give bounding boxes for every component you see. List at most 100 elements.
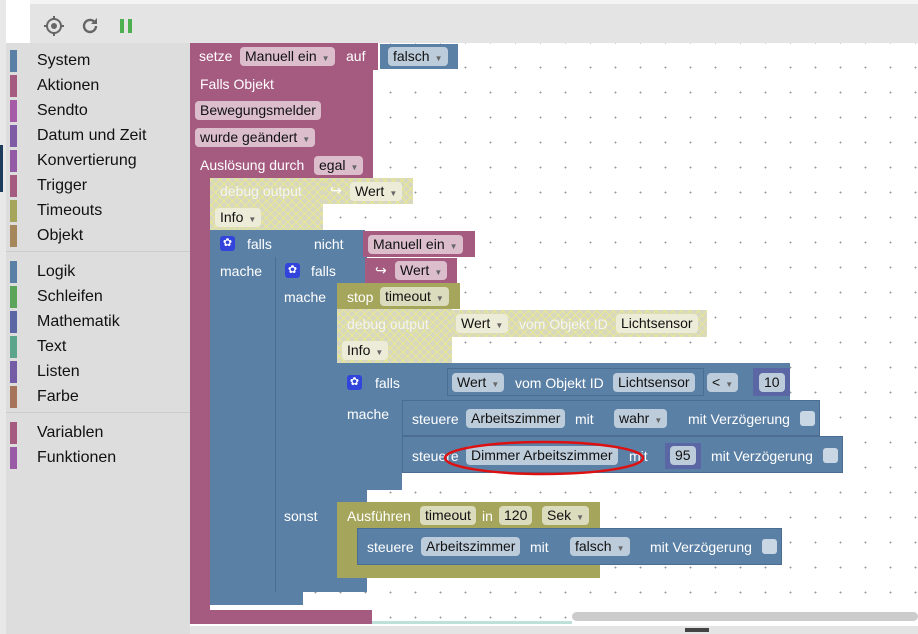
mache-label: mache bbox=[284, 289, 327, 305]
trigger-block-bottom bbox=[190, 610, 372, 624]
sidebar-item-timeouts[interactable]: Timeouts bbox=[10, 198, 190, 223]
unit-dropdown[interactable]: Sek▼ bbox=[542, 506, 590, 525]
boolean-value: wahr bbox=[619, 410, 650, 426]
sidebar-item-text[interactable]: Text bbox=[10, 334, 190, 359]
object-id-field[interactable]: Bewegungsmelder bbox=[195, 101, 321, 120]
category-color-bar bbox=[10, 421, 17, 444]
object-id-field[interactable]: Lichtsensor bbox=[616, 314, 698, 333]
falls-label: falls bbox=[375, 375, 400, 391]
sidebar-item-system[interactable]: System bbox=[10, 48, 190, 73]
variable-dropdown[interactable]: Manuell ein▼ bbox=[368, 235, 463, 254]
log-level-dropdown[interactable]: Info▼ bbox=[342, 341, 389, 360]
boolean-dropdown[interactable]: falsch▼ bbox=[388, 47, 448, 66]
log-level-dropdown[interactable]: Info▼ bbox=[215, 208, 262, 227]
locate-icon[interactable] bbox=[42, 14, 66, 38]
toolbar bbox=[30, 0, 918, 43]
sidebar-item-label: Timeouts bbox=[37, 201, 103, 219]
category-color-bar bbox=[10, 224, 17, 247]
resize-handle[interactable] bbox=[685, 628, 709, 632]
if-block[interactable] bbox=[210, 230, 365, 257]
wert-value: Wert bbox=[400, 262, 430, 278]
delay-checkbox[interactable] bbox=[823, 448, 838, 463]
number-field[interactable]: 95 bbox=[670, 446, 696, 465]
ausfuehren-label: Ausführen bbox=[347, 508, 411, 524]
object-id-field[interactable]: Lichtsensor bbox=[613, 373, 695, 392]
condition-value: wurde geändert bbox=[200, 129, 298, 145]
category-color-bar bbox=[10, 124, 17, 147]
splitter-handle[interactable] bbox=[0, 145, 3, 192]
sidebar-item-mathematik[interactable]: Mathematik bbox=[10, 309, 190, 334]
auf-label: auf bbox=[346, 48, 366, 64]
sidebar-item-trigger[interactable]: Trigger bbox=[10, 173, 190, 198]
delay-checkbox[interactable] bbox=[762, 539, 777, 554]
variable-value: Manuell ein bbox=[373, 236, 445, 252]
dropdown-arrow-icon: ▼ bbox=[389, 189, 398, 198]
sidebar-item-logik[interactable]: Logik bbox=[10, 259, 190, 284]
debug-label: debug output bbox=[220, 183, 302, 199]
dropdown-arrow-icon: ▼ bbox=[616, 544, 625, 553]
ausloesung-dropdown[interactable]: egal▼ bbox=[314, 156, 364, 175]
object-id-field[interactable]: Dimmer Arbeitszimmer bbox=[466, 446, 618, 465]
left-edge bbox=[0, 0, 6, 634]
delay-amount-field[interactable]: 120 bbox=[499, 506, 533, 525]
wert-dropdown[interactable]: Wert▼ bbox=[452, 373, 505, 392]
horizontal-scrollbar[interactable] bbox=[572, 612, 918, 621]
sidebar-item-label: Sendto bbox=[37, 101, 88, 119]
condition-dropdown[interactable]: wurde geändert▼ bbox=[195, 128, 316, 147]
ausloesung-label: Auslösung durch bbox=[200, 157, 305, 173]
gear-icon[interactable]: ✿ bbox=[220, 236, 235, 251]
object-id-field[interactable]: Arbeitszimmer bbox=[466, 409, 566, 428]
wert-dropdown[interactable]: Wert▼ bbox=[350, 182, 403, 201]
operator-dropdown[interactable]: <▼ bbox=[707, 373, 739, 392]
category-color-bar bbox=[10, 335, 17, 358]
category-color-bar bbox=[10, 385, 17, 408]
timeout-dropdown[interactable]: timeout▼ bbox=[380, 287, 449, 306]
delay-checkbox[interactable] bbox=[800, 411, 815, 426]
wert-value: Wert bbox=[457, 374, 487, 390]
run-timeout-bottom bbox=[337, 565, 600, 578]
sidebar-item-funktionen[interactable]: Funktionen bbox=[10, 445, 190, 470]
dropdown-arrow-icon: ▼ bbox=[321, 54, 330, 63]
sidebar-item-sendto[interactable]: Sendto bbox=[10, 98, 190, 123]
divider bbox=[6, 412, 190, 413]
sidebar-item-schleifen[interactable]: Schleifen bbox=[10, 284, 190, 309]
mit-label: mit bbox=[530, 539, 549, 555]
number-field[interactable]: 10 bbox=[759, 373, 785, 392]
refresh-icon[interactable] bbox=[78, 14, 102, 38]
object-id-field[interactable]: Arbeitszimmer bbox=[421, 537, 521, 556]
sidebar-item-aktionen[interactable]: Aktionen bbox=[10, 73, 190, 98]
mit-label: mit bbox=[575, 411, 594, 427]
category-color-bar bbox=[10, 446, 17, 469]
wert-dropdown[interactable]: Wert ▼ bbox=[395, 261, 448, 280]
sidebar-item-objekt[interactable]: Objekt bbox=[10, 223, 190, 248]
sidebar-item-label: Trigger bbox=[37, 176, 88, 194]
sidebar-item-konvertierung[interactable]: Konvertierung bbox=[10, 148, 190, 173]
operator-value: < bbox=[712, 374, 721, 390]
delay-label: mit Verzögerung bbox=[711, 448, 813, 464]
dropdown-arrow-icon: ▼ bbox=[434, 268, 443, 277]
sidebar-item-label: System bbox=[37, 51, 91, 69]
footer-bar bbox=[190, 626, 918, 634]
sidebar-item-listen[interactable]: Listen bbox=[10, 359, 190, 384]
dropdown-arrow-icon: ▼ bbox=[375, 348, 384, 357]
wert-dropdown[interactable]: Wert▼ bbox=[456, 314, 509, 333]
gear-icon[interactable]: ✿ bbox=[285, 263, 300, 278]
sidebar-item-datum-und-zeit[interactable]: Datum und Zeit bbox=[10, 123, 190, 148]
sonst-label: sonst bbox=[284, 508, 318, 524]
delay-label: mit Verzögerung bbox=[650, 539, 752, 555]
falls-label: falls bbox=[247, 236, 272, 252]
variable-value: Manuell ein bbox=[245, 48, 317, 64]
sidebar-item-farbe[interactable]: Farbe bbox=[10, 384, 190, 409]
timeout-name-field[interactable]: timeout bbox=[420, 506, 476, 525]
sidebar-item-variablen[interactable]: Variablen bbox=[10, 420, 190, 445]
compare-block[interactable] bbox=[447, 368, 704, 396]
vom-objekt-label: vom Objekt ID bbox=[519, 316, 608, 332]
divider bbox=[6, 251, 190, 252]
boolean-value: falsch bbox=[575, 538, 612, 554]
variable-dropdown[interactable]: Manuell ein ▼ bbox=[240, 47, 335, 66]
boolean-dropdown[interactable]: wahr▼ bbox=[614, 409, 668, 428]
gear-icon[interactable]: ✿ bbox=[347, 375, 362, 390]
pause-icon[interactable] bbox=[114, 14, 138, 38]
boolean-dropdown[interactable]: falsch ▼ bbox=[570, 537, 630, 556]
category-color-bar bbox=[10, 99, 17, 122]
